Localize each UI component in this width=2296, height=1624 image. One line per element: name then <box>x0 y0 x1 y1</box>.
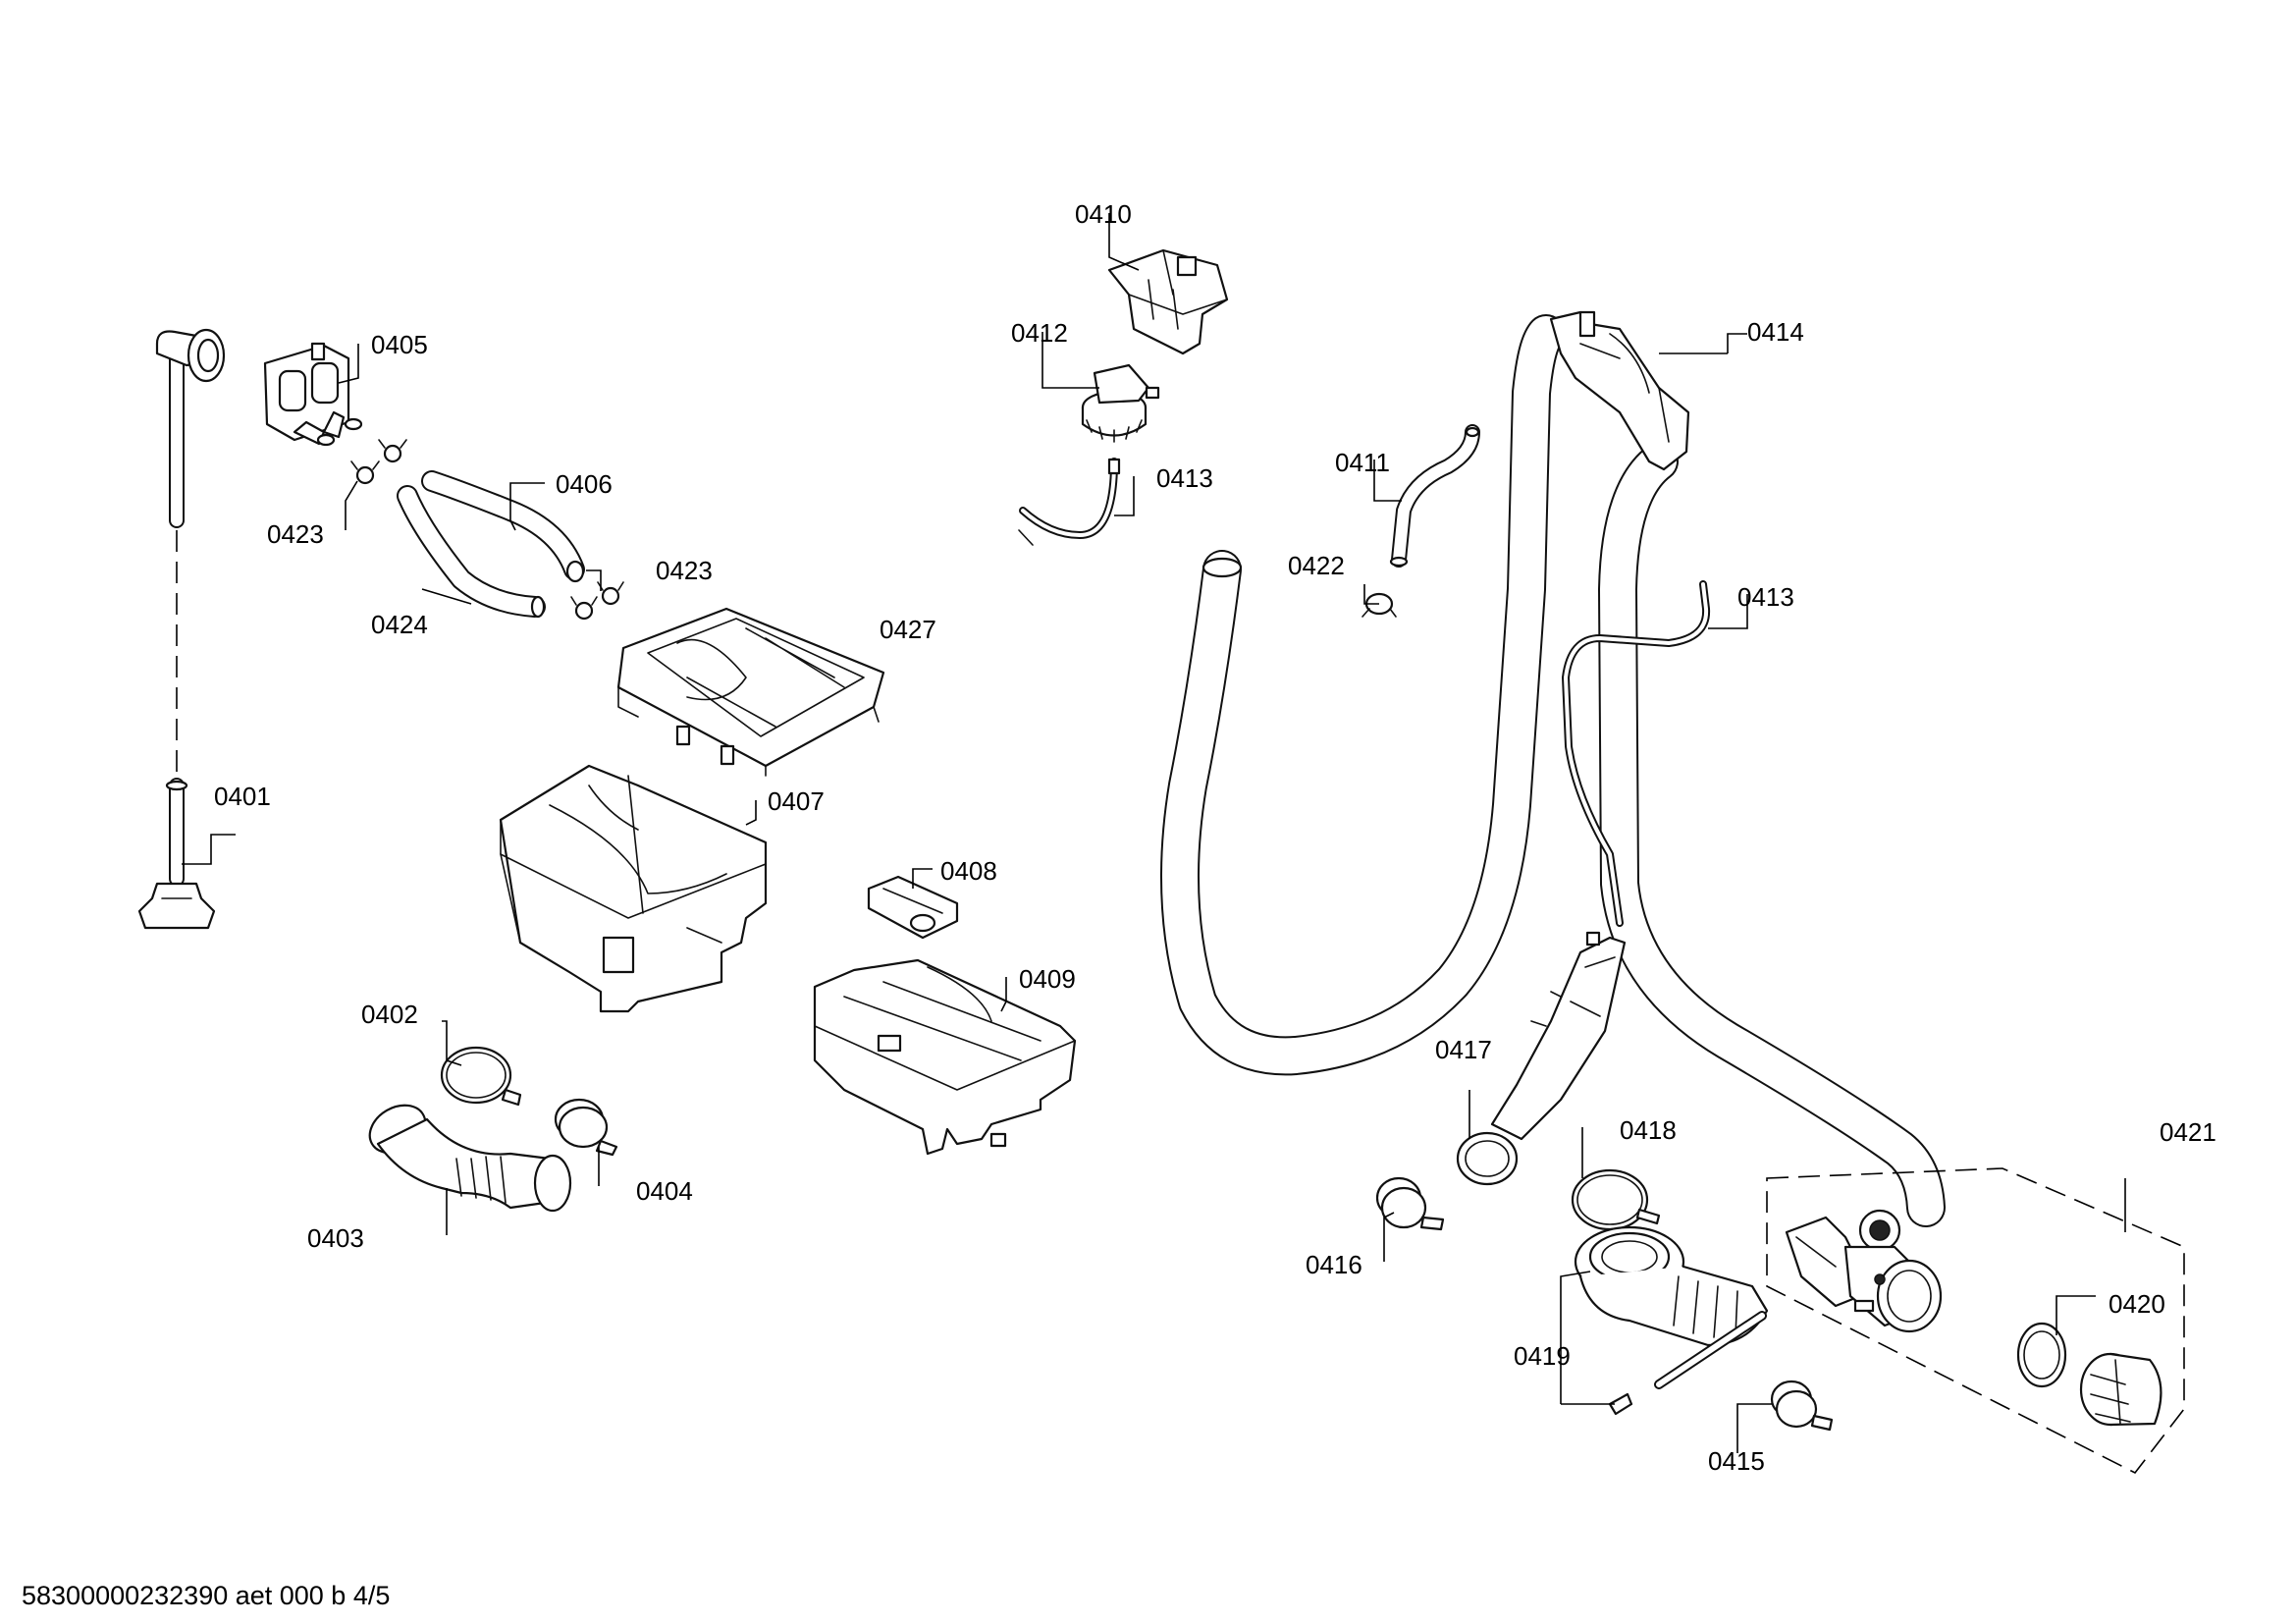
part-0405-inlet-valve <box>263 342 363 447</box>
label-0410: 0410 <box>1075 199 1132 229</box>
part-0424-hose <box>397 485 546 619</box>
part-0401-inlet-hose <box>137 328 226 930</box>
part-0409-detergent-drawer <box>813 958 1077 1156</box>
part-0408-siphon-insert <box>867 875 959 940</box>
label-0401: 0401 <box>214 782 271 811</box>
label-0422: 0422 <box>1288 551 1345 580</box>
part-0413-tube-a <box>1018 458 1121 546</box>
label-0417: 0417 <box>1435 1035 1492 1064</box>
label-0415: 0415 <box>1708 1446 1765 1476</box>
drain-hose-large <box>1160 314 1566 1076</box>
label-0414: 0414 <box>1747 317 1804 347</box>
part-0422-clamp <box>1362 592 1397 618</box>
label-0423-a: 0423 <box>267 519 324 549</box>
label-0420: 0420 <box>2109 1289 2165 1319</box>
leader-lines <box>182 213 2126 1453</box>
document-id-footer: 58300000232390 aet 000 b 4/5 <box>22 1581 390 1610</box>
part-0415-spring-clamp <box>1770 1380 1834 1432</box>
label-0423-b: 0423 <box>656 556 713 585</box>
label-0418: 0418 <box>1620 1115 1677 1145</box>
label-0419: 0419 <box>1514 1341 1571 1371</box>
part-0411-hose-elbow <box>1389 424 1480 568</box>
label-0413-a: 0413 <box>1156 463 1213 493</box>
part-0402-clamp-ring <box>440 1046 522 1107</box>
label-0408: 0408 <box>940 856 997 886</box>
label-0409: 0409 <box>1019 964 1076 994</box>
part-0403-bellows-hose <box>368 1104 572 1213</box>
label-0406: 0406 <box>556 469 613 499</box>
part-0407-dispenser-housing <box>499 764 768 1013</box>
label-0421: 0421 <box>2160 1117 2216 1147</box>
part-0412-pressure-sensor <box>1081 363 1160 443</box>
label-0405: 0405 <box>371 330 428 359</box>
part-0423-clamps-lower <box>570 581 624 621</box>
label-0416: 0416 <box>1306 1250 1362 1279</box>
part-0420-pump-filter <box>2016 1322 2163 1427</box>
label-0402: 0402 <box>361 1000 418 1029</box>
label-0424: 0424 <box>371 610 428 639</box>
label-0403: 0403 <box>307 1223 364 1253</box>
label-0411: 0411 <box>1335 448 1390 477</box>
label-0404: 0404 <box>636 1176 693 1206</box>
part-0414-hose-coupling <box>1549 310 1946 1227</box>
label-0407: 0407 <box>768 786 825 816</box>
part-0418-clamp-ring <box>1571 1168 1661 1231</box>
part-0423-clamps-top <box>350 439 407 485</box>
part-0404-spring-clamp <box>554 1098 618 1157</box>
part-0427-dispenser-cover <box>616 607 885 777</box>
part-0410-bracket <box>1107 248 1229 355</box>
part-0413-tube-b <box>1562 580 1711 927</box>
label-0427: 0427 <box>880 615 936 644</box>
part-0416-spring-clamp <box>1375 1176 1445 1231</box>
part-0417-sump-hose <box>1456 931 1627 1186</box>
part-labels: 0401 0402 0403 0404 0405 0406 0407 0408 … <box>214 199 2216 1476</box>
part-0421-drain-pump-group <box>1766 1167 2185 1475</box>
label-0413-b: 0413 <box>1737 582 1794 612</box>
part-0419-drain-bellows <box>1574 1225 1769 1416</box>
label-0412: 0412 <box>1011 318 1068 348</box>
